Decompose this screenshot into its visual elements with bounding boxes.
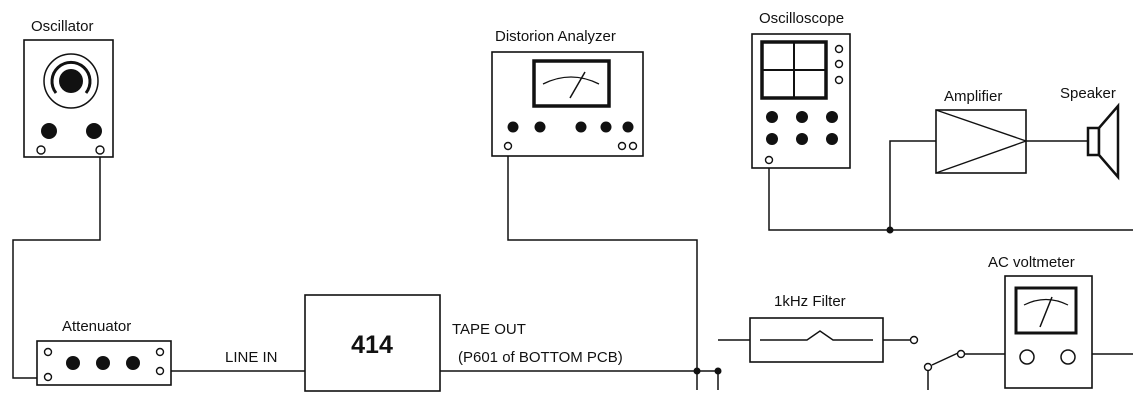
line-in-label: LINE IN bbox=[225, 349, 278, 366]
wire-amp-in bbox=[889, 140, 936, 230]
wiring bbox=[12, 140, 1133, 390]
speaker-label: Speaker bbox=[1060, 85, 1116, 102]
oscilloscope-label: Oscilloscope bbox=[759, 10, 844, 27]
switch-contact-filter bbox=[909, 335, 919, 345]
tape-out-label: TAPE OUT bbox=[452, 321, 526, 338]
amplifier-label: Amplifier bbox=[944, 88, 1002, 105]
junction-dot bbox=[693, 367, 701, 375]
switch-common bbox=[956, 349, 966, 359]
wire-switch-blade bbox=[931, 352, 959, 366]
wire-distortion-analyzer bbox=[507, 150, 698, 371]
wire-scope-bus bbox=[768, 161, 1133, 231]
distortion-analyzer-device: Distorion Analyzer bbox=[491, 28, 644, 157]
filter-label: 1kHz Filter bbox=[774, 293, 846, 310]
tape-out-note: (P601 of BOTTOM PCB) bbox=[458, 349, 623, 366]
dut-414: LINE IN 414 TAPE OUT (P601 of BOTTOM PCB… bbox=[225, 294, 623, 392]
speaker-icon: Speaker bbox=[1060, 85, 1120, 181]
dut-label: 414 bbox=[351, 331, 393, 359]
ac-voltmeter-label: AC voltmeter bbox=[988, 254, 1075, 271]
wire-tape-out bbox=[440, 370, 719, 390]
filter-device: 1kHz Filter bbox=[749, 293, 884, 363]
attenuator-device: Attenuator bbox=[36, 318, 172, 386]
ac-voltmeter-device: AC voltmeter bbox=[988, 254, 1093, 389]
wire-oscillator-out bbox=[12, 154, 101, 379]
oscillator-label: Oscillator bbox=[31, 18, 94, 35]
distortion-analyzer-label: Distorion Analyzer bbox=[495, 28, 616, 45]
junction-dot bbox=[714, 367, 722, 375]
oscilloscope-device: Oscilloscope bbox=[751, 10, 851, 169]
selector-switch bbox=[909, 335, 966, 372]
switch-contact-bypass bbox=[923, 362, 933, 372]
oscillator-device: Oscillator bbox=[23, 18, 114, 158]
amplifier-device: Amplifier bbox=[935, 88, 1029, 174]
attenuator-label: Attenuator bbox=[62, 318, 131, 335]
junction-dot bbox=[886, 226, 894, 234]
